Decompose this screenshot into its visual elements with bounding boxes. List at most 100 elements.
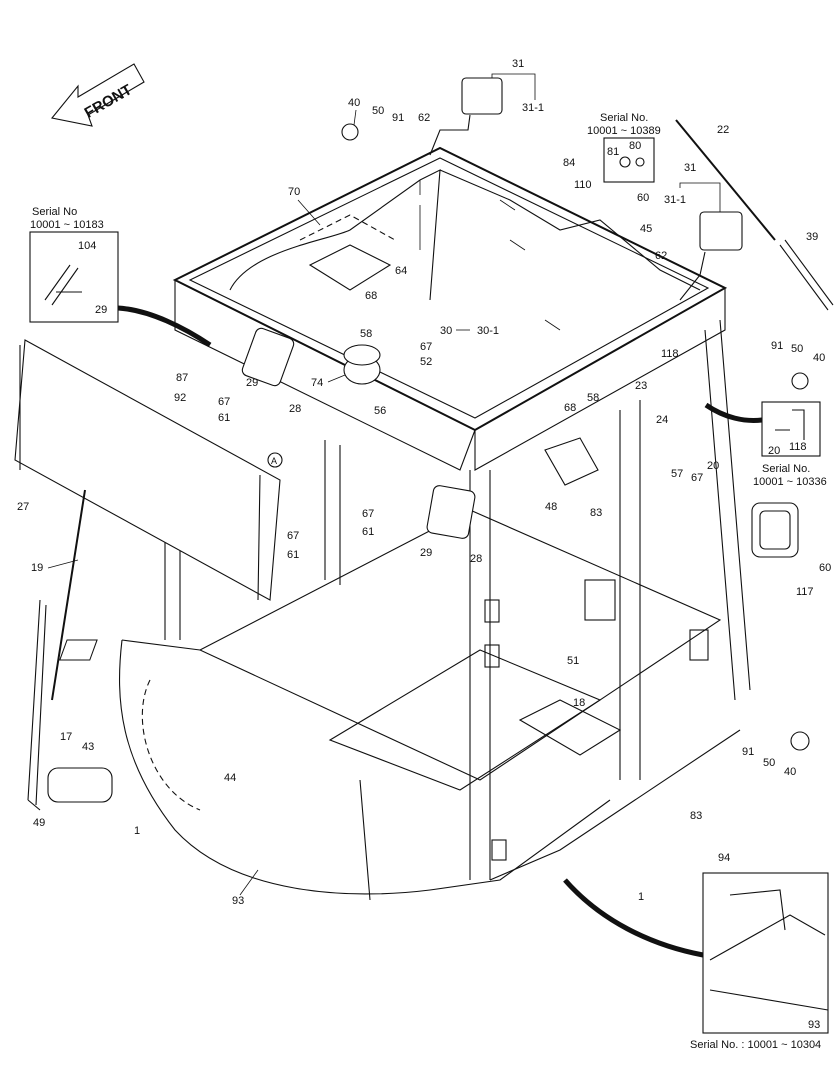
svg-text:20: 20: [707, 460, 719, 472]
svg-text:40: 40: [813, 352, 825, 364]
svg-text:58: 58: [587, 392, 599, 404]
svg-text:50: 50: [372, 105, 384, 117]
svg-text:80: 80: [629, 140, 641, 152]
svg-text:31-1: 31-1: [522, 102, 544, 114]
callout-18: 17: [60, 731, 72, 743]
svg-text:118: 118: [661, 348, 679, 360]
svg-text:118: 118: [789, 441, 807, 453]
svg-text:40: 40: [348, 97, 360, 109]
inset-serial-10304: Serial No. : 10001 ~ 10304: [563, 872, 829, 1051]
callout-91c: 91: [742, 746, 754, 758]
svg-text:91: 91: [742, 746, 754, 758]
cab-body-frame: [59, 319, 751, 901]
svg-text:31-1: 31-1: [664, 194, 686, 206]
callout-58b: 58: [587, 392, 599, 404]
callout-67b: 67: [218, 396, 230, 408]
svg-text:83: 83: [590, 507, 602, 519]
callout-50b: 50: [791, 343, 803, 355]
callout-45: 45: [640, 223, 652, 235]
callout-50c: 50: [763, 757, 775, 769]
callout-39: 118: [661, 348, 679, 360]
callout-117: 51: [567, 655, 579, 667]
callout-1b: 93: [808, 1019, 820, 1031]
callout-27: 27: [17, 501, 29, 513]
inset-serial-title-3: Serial No.: [762, 463, 810, 475]
svg-text:74: 74: [311, 377, 323, 389]
callout-68: 68: [365, 290, 377, 302]
svg-text:91: 91: [392, 112, 404, 124]
svg-text:93: 93: [808, 1019, 820, 1031]
callout-68b: 68: [564, 402, 576, 414]
svg-text:29: 29: [420, 547, 432, 559]
svg-text:29: 29: [95, 304, 107, 316]
callout-30-1: 30-1: [477, 325, 499, 337]
svg-text:45: 45: [640, 223, 652, 235]
inset-serial-title-2: Serial No.: [600, 112, 648, 124]
svg-text:24: 24: [656, 414, 668, 426]
svg-text:68: 68: [564, 402, 576, 414]
svg-text:29: 29: [246, 377, 258, 389]
svg-text:62: 62: [655, 250, 667, 262]
callout-52: 52: [420, 356, 432, 368]
svg-text:104: 104: [78, 240, 96, 252]
svg-text:39: 39: [806, 231, 818, 243]
callout-20: 48: [545, 501, 557, 513]
callout-61b: 61: [362, 526, 374, 538]
svg-text:60: 60: [819, 562, 831, 574]
svg-text:61: 61: [362, 526, 374, 538]
wiper-right: [675, 119, 834, 311]
svg-text:30: 30: [440, 325, 452, 337]
svg-text:50: 50: [763, 757, 775, 769]
svg-text:19: 19: [31, 562, 43, 574]
svg-text:23: 23: [635, 380, 647, 392]
svg-text:67: 67: [691, 472, 703, 484]
svg-text:68: 68: [365, 290, 377, 302]
svg-text:83: 83: [690, 810, 702, 822]
work-lamp-rear: [679, 211, 743, 301]
callout-57b: 20: [768, 445, 780, 457]
callout-19: 19: [31, 559, 79, 574]
svg-text:58: 58: [360, 328, 372, 340]
svg-text:70: 70: [288, 186, 300, 198]
callout-62: 62: [418, 112, 430, 124]
callout-31b: 31: [679, 162, 721, 212]
callout-118: 23: [635, 380, 647, 392]
callout-49: 1: [134, 825, 140, 837]
front-direction-arrow: FRONT: [50, 63, 145, 127]
callout-60b: 60: [819, 562, 831, 574]
svg-text:67: 67: [362, 508, 374, 520]
svg-text:28: 28: [470, 553, 482, 565]
callout-87: 87: [176, 372, 188, 384]
callout-29c: 29: [420, 547, 432, 559]
svg-text:94: 94: [718, 852, 730, 864]
callout-50: 50: [372, 105, 384, 117]
svg-text:64: 64: [395, 265, 407, 277]
callout-61: 61: [218, 412, 230, 424]
svg-text:87: 87: [176, 372, 188, 384]
svg-text:93: 93: [232, 895, 244, 907]
callout-91: 91: [392, 112, 404, 124]
callout-92: 92: [174, 392, 186, 404]
roof-unit-64: [299, 214, 396, 291]
callout-67: 67: [420, 341, 432, 353]
svg-text:61: 61: [287, 549, 299, 561]
horn-74: [343, 344, 381, 385]
callout-84: 84: [563, 157, 575, 169]
callout-17: 43: [82, 741, 94, 753]
svg-text:31: 31: [512, 58, 524, 70]
work-lamp-front: [429, 77, 503, 156]
svg-text:84: 84: [563, 157, 575, 169]
svg-text:61: 61: [218, 412, 230, 424]
callout-104: 104: [78, 240, 96, 252]
svg-text:48: 48: [545, 501, 557, 513]
svg-text:52: 52: [420, 356, 432, 368]
callout-22: 22: [717, 124, 729, 136]
inset-serial-10336: Serial No. 10001 ~ 10336: [704, 401, 827, 488]
callout-43: 44: [224, 772, 236, 784]
fuse-box-20: [544, 437, 599, 486]
svg-text:62: 62: [418, 112, 430, 124]
callout-57: 20: [707, 460, 719, 472]
svg-text:1: 1: [134, 825, 140, 837]
callout-58: 58: [360, 328, 372, 340]
svg-text:60: 60: [637, 192, 649, 204]
